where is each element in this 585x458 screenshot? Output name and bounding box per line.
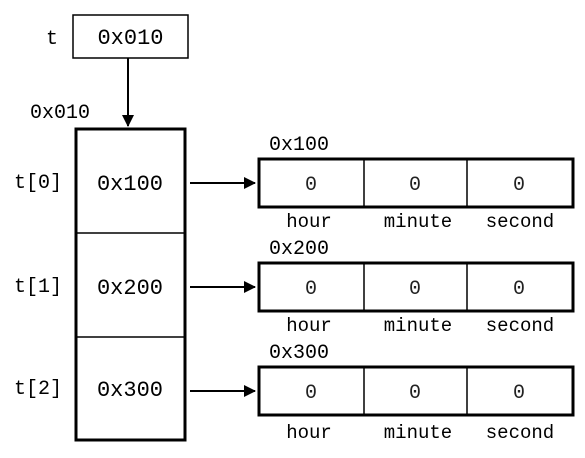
field-name: minute bbox=[384, 422, 452, 444]
array-element: t[2] 0x300 bbox=[14, 378, 163, 403]
pointer-array: 0x010 t[0] 0x100 t[1] 0x200 t[2] 0x300 bbox=[14, 102, 187, 442]
array-box bbox=[74, 127, 187, 442]
field-name: hour bbox=[286, 211, 332, 233]
field-name: second bbox=[486, 211, 554, 233]
field-name: minute bbox=[384, 211, 452, 233]
array-element: t[0] 0x100 bbox=[14, 172, 163, 197]
field-name: minute bbox=[384, 315, 452, 337]
struct-block: 0x300 0 0 0 hour minute second bbox=[257, 342, 575, 444]
struct-box bbox=[257, 365, 575, 417]
element-value: 0x200 bbox=[97, 276, 163, 301]
field-value: 0 bbox=[513, 382, 525, 405]
struct-address: 0x100 bbox=[269, 134, 329, 157]
array-element: t[1] 0x200 bbox=[14, 276, 163, 301]
element-index-label: t[2] bbox=[14, 378, 62, 401]
pointer-variable: t 0x010 bbox=[46, 14, 189, 59]
pointer-name: t bbox=[46, 28, 58, 51]
struct-box bbox=[257, 261, 575, 313]
field-value: 0 bbox=[305, 174, 317, 197]
struct-box bbox=[257, 157, 575, 209]
struct-address: 0x200 bbox=[269, 238, 329, 261]
field-value: 0 bbox=[409, 278, 421, 301]
field-value: 0 bbox=[409, 174, 421, 197]
field-name: second bbox=[486, 315, 554, 337]
field-value: 0 bbox=[305, 382, 317, 405]
array-address: 0x010 bbox=[30, 102, 90, 125]
struct-address: 0x300 bbox=[269, 342, 329, 365]
element-index-label: t[1] bbox=[14, 276, 62, 299]
element-value: 0x100 bbox=[97, 172, 163, 197]
element-value: 0x300 bbox=[97, 378, 163, 403]
field-name: second bbox=[486, 422, 554, 444]
field-name: hour bbox=[286, 315, 332, 337]
pointer-box bbox=[72, 14, 189, 59]
field-value: 0 bbox=[305, 278, 317, 301]
pointer-value: 0x010 bbox=[97, 26, 163, 51]
field-value: 0 bbox=[409, 382, 421, 405]
field-value: 0 bbox=[513, 278, 525, 301]
field-value: 0 bbox=[513, 174, 525, 197]
field-name: hour bbox=[286, 422, 332, 444]
element-index-label: t[0] bbox=[14, 172, 62, 195]
struct-block: 0x200 0 0 0 hour minute second bbox=[257, 238, 575, 337]
struct-block: 0x100 0 0 0 hour minute second bbox=[257, 134, 575, 233]
